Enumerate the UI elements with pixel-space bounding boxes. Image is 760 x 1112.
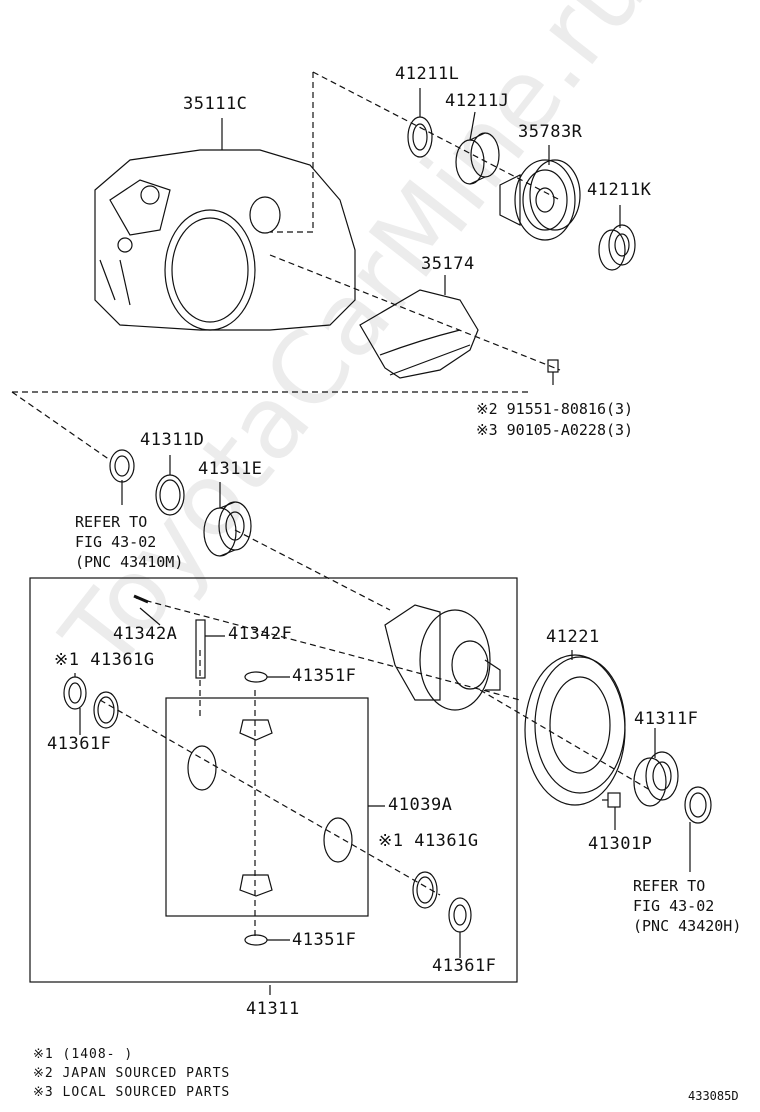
bolt-41301P [602,792,621,808]
pinion-bottom [239,874,273,897]
label-bolt-90105: ※3 90105-A0228(3) [476,421,634,439]
seal-41311D [109,449,135,483]
ring-gear-41221 [524,654,626,806]
label-41342A: 41342A [113,624,178,644]
assembly-box-41039A [165,697,369,917]
bearing-41311F [633,751,679,807]
label-35783R: 35783R [518,122,583,142]
bearing-41211K [598,224,636,271]
label-41351F-top: 41351F [292,666,357,686]
label-41211J: 41211J [445,91,510,111]
label-35174: 35174 [421,254,475,274]
transaxle-housing [94,149,356,331]
washer-41361G-right [412,871,438,909]
label-41221: 41221 [546,627,600,647]
refer2-line-3: (PNC 43420H) [633,917,742,935]
seal-41211L [407,116,433,158]
label-bolt-91551: ※2 91551-80816(3) [476,400,634,418]
figure-id: 433085D [688,1089,739,1103]
washer-41351F-top [244,671,268,683]
gear-35783R [499,159,581,241]
label-41211K: 41211K [587,180,652,200]
bolt-91551 [547,359,559,385]
side-gear-left [187,745,217,791]
differential-case [384,604,501,711]
label-41361G-right: ※1 41361G [378,831,479,851]
note-1: ※1 (1408- ) [33,1047,134,1062]
bearing-41211J [455,132,500,185]
pinion-top [239,719,273,741]
label-41039A: 41039A [388,795,453,815]
shaft-41342F [195,619,206,679]
label-41361G-left: ※1 41361G [54,650,155,670]
label-41351F-bottom: 41351F [292,930,357,950]
label-41342F: 41342F [228,624,293,644]
label-41211L: 41211L [395,64,460,84]
dashed-leaders [11,71,651,940]
refer2-line-1: REFER TO [633,877,706,895]
label-41301P: 41301P [588,834,653,854]
refer2-line-2: FIG 43-02 [633,897,715,915]
washer-41361F-left [93,691,119,729]
bearing-41311E [203,501,252,557]
assembly-box-41311 [29,577,518,983]
pin-41342A [133,594,149,604]
washer-41361F-right [448,897,472,933]
note-3: ※3 LOCAL SOURCED PARTS [33,1085,231,1100]
solid-leaders [74,88,691,995]
label-41361F-left: 41361F [47,734,112,754]
refer-line-3: (PNC 43410M) [75,553,184,571]
label-35111C: 35111C [183,94,248,114]
note-2: ※2 JAPAN SOURCED PARTS [33,1066,231,1081]
refer-line-2: FIG 43-02 [75,533,157,551]
label-41311F: 41311F [634,709,699,729]
label-41311D: 41311D [140,430,205,450]
seal-right [684,786,712,824]
cover-35174 [359,289,479,379]
washer-41351F-bottom [244,934,268,946]
label-41311: 41311 [246,999,300,1019]
label-41361F-right: 41361F [432,956,497,976]
refer-line-1: REFER TO [75,513,148,531]
label-41311E: 41311E [198,459,263,479]
side-gear-right [323,817,353,863]
shim-left [155,474,185,516]
washer-41361G-left [63,676,87,710]
